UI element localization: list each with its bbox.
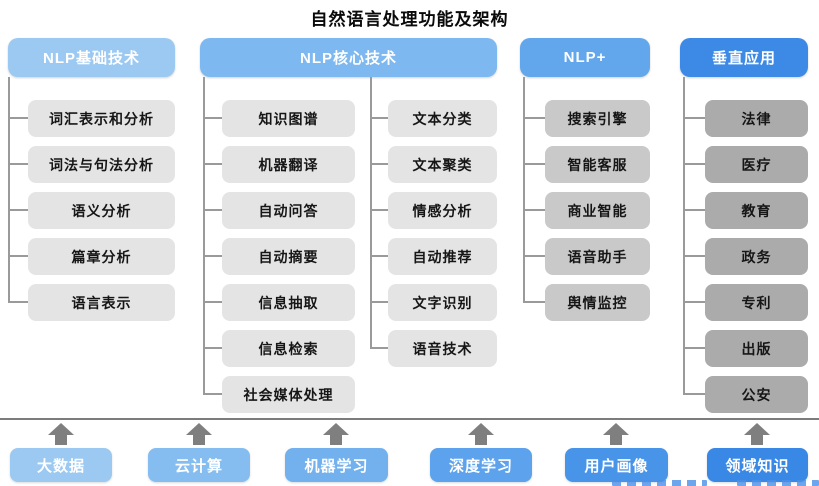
nlp-core-item: 信息检索: [222, 330, 355, 367]
connector-vline: [523, 77, 525, 303]
watermark-fragment: [737, 480, 819, 486]
nlp-core-item: 社会媒体处理: [222, 376, 355, 413]
vertical-app-item: 出版: [705, 330, 808, 367]
nlp-core-item: 自动推荐: [388, 238, 497, 275]
vertical-app-item: 法律: [705, 100, 808, 137]
up-arrow-icon: [744, 423, 770, 445]
nlp-plus-item: 语音助手: [545, 238, 650, 275]
connector-stub: [8, 209, 28, 211]
column-nlp-plus-header: NLP+: [520, 38, 650, 77]
connector-stub: [523, 163, 545, 165]
nlp-core-item: 自动问答: [222, 192, 355, 229]
connector-stub: [203, 255, 222, 257]
connector-stub: [8, 117, 28, 119]
connector-stub: [370, 255, 388, 257]
connector-stub: [523, 301, 545, 303]
connector-stub: [683, 347, 705, 349]
connector-stub: [8, 255, 28, 257]
connector-stub: [683, 117, 705, 119]
connector-stub: [203, 393, 222, 395]
vertical-app-item: 专利: [705, 284, 808, 321]
vertical-app-item: 公安: [705, 376, 808, 413]
connector-stub: [523, 255, 545, 257]
foundation-divider: [0, 418, 819, 420]
foundation-box: 领域知识: [707, 448, 808, 482]
nlp-core-item: 自动摘要: [222, 238, 355, 275]
up-arrow-icon: [48, 423, 74, 445]
diagram-title: 自然语言处理功能及架构: [310, 10, 509, 29]
watermark-fragment: [612, 480, 707, 486]
connector-stub: [203, 301, 222, 303]
foundation-box: 云计算: [148, 448, 250, 482]
nlp-core-item: 知识图谱: [222, 100, 355, 137]
up-arrow-icon: [603, 423, 629, 445]
connector-vline: [370, 77, 372, 349]
connector-stub: [8, 163, 28, 165]
nlp-core-item: 文本聚类: [388, 146, 497, 183]
connector-stub: [8, 301, 28, 303]
nlp-plus-item: 商业智能: [545, 192, 650, 229]
connector-stub: [370, 301, 388, 303]
nlp-basic-item: 语义分析: [28, 192, 175, 229]
vertical-app-item: 教育: [705, 192, 808, 229]
connector-stub: [203, 347, 222, 349]
connector-stub: [203, 117, 222, 119]
connector-stub: [370, 117, 388, 119]
nlp-core-item: 信息抽取: [222, 284, 355, 321]
connector-stub: [523, 209, 545, 211]
column-nlp-core: NLP核心技术 知识图谱 机器翻译 自动问答 自动摘要 信息抽取 信息检索 社会…: [200, 38, 497, 418]
nlp-plus-item: 智能客服: [545, 146, 650, 183]
connector-stub: [683, 301, 705, 303]
foundation-box: 机器学习: [285, 448, 388, 482]
nlp-plus-item: 舆情监控: [545, 284, 650, 321]
connector-vline: [683, 77, 685, 395]
foundation-box: 用户画像: [565, 448, 668, 482]
foundation-box: 深度学习: [430, 448, 532, 482]
connector-stub: [683, 209, 705, 211]
column-nlp-plus: NLP+ 搜索引擎 智能客服 商业智能 语音助手 舆情监控: [520, 38, 650, 338]
column-nlp-basic: NLP基础技术 词汇表示和分析 词法与句法分析 语义分析 篇章分析 语言表示: [8, 38, 175, 338]
connector-stub: [370, 209, 388, 211]
connector-stub: [370, 163, 388, 165]
vertical-app-item: 政务: [705, 238, 808, 275]
column-nlp-basic-header: NLP基础技术: [8, 38, 175, 77]
nlp-core-item: 文字识别: [388, 284, 497, 321]
column-vertical-apps: 垂直应用 法律 医疗 教育 政务 专利 出版 公安: [680, 38, 808, 418]
up-arrow-icon: [468, 423, 494, 445]
nlp-plus-item: 搜索引擎: [545, 100, 650, 137]
nlp-core-item: 文本分类: [388, 100, 497, 137]
column-vertical-apps-header: 垂直应用: [680, 38, 808, 77]
column-nlp-core-header: NLP核心技术: [200, 38, 497, 77]
connector-stub: [203, 163, 222, 165]
nlp-basic-item: 篇章分析: [28, 238, 175, 275]
connector-stub: [683, 163, 705, 165]
connector-stub: [370, 347, 388, 349]
nlp-basic-item: 语言表示: [28, 284, 175, 321]
nlp-core-item: 情感分析: [388, 192, 497, 229]
foundation-box: 大数据: [10, 448, 112, 482]
connector-stub: [523, 117, 545, 119]
up-arrow-icon: [323, 423, 349, 445]
connector-vline: [8, 77, 10, 303]
nlp-core-item: 语音技术: [388, 330, 497, 367]
nlp-core-item: 机器翻译: [222, 146, 355, 183]
connector-stub: [683, 255, 705, 257]
connector-stub: [683, 393, 705, 395]
up-arrow-icon: [186, 423, 212, 445]
connector-vline: [203, 77, 205, 395]
nlp-basic-item: 词汇表示和分析: [28, 100, 175, 137]
vertical-app-item: 医疗: [705, 146, 808, 183]
nlp-basic-item: 词法与句法分析: [28, 146, 175, 183]
connector-stub: [203, 209, 222, 211]
